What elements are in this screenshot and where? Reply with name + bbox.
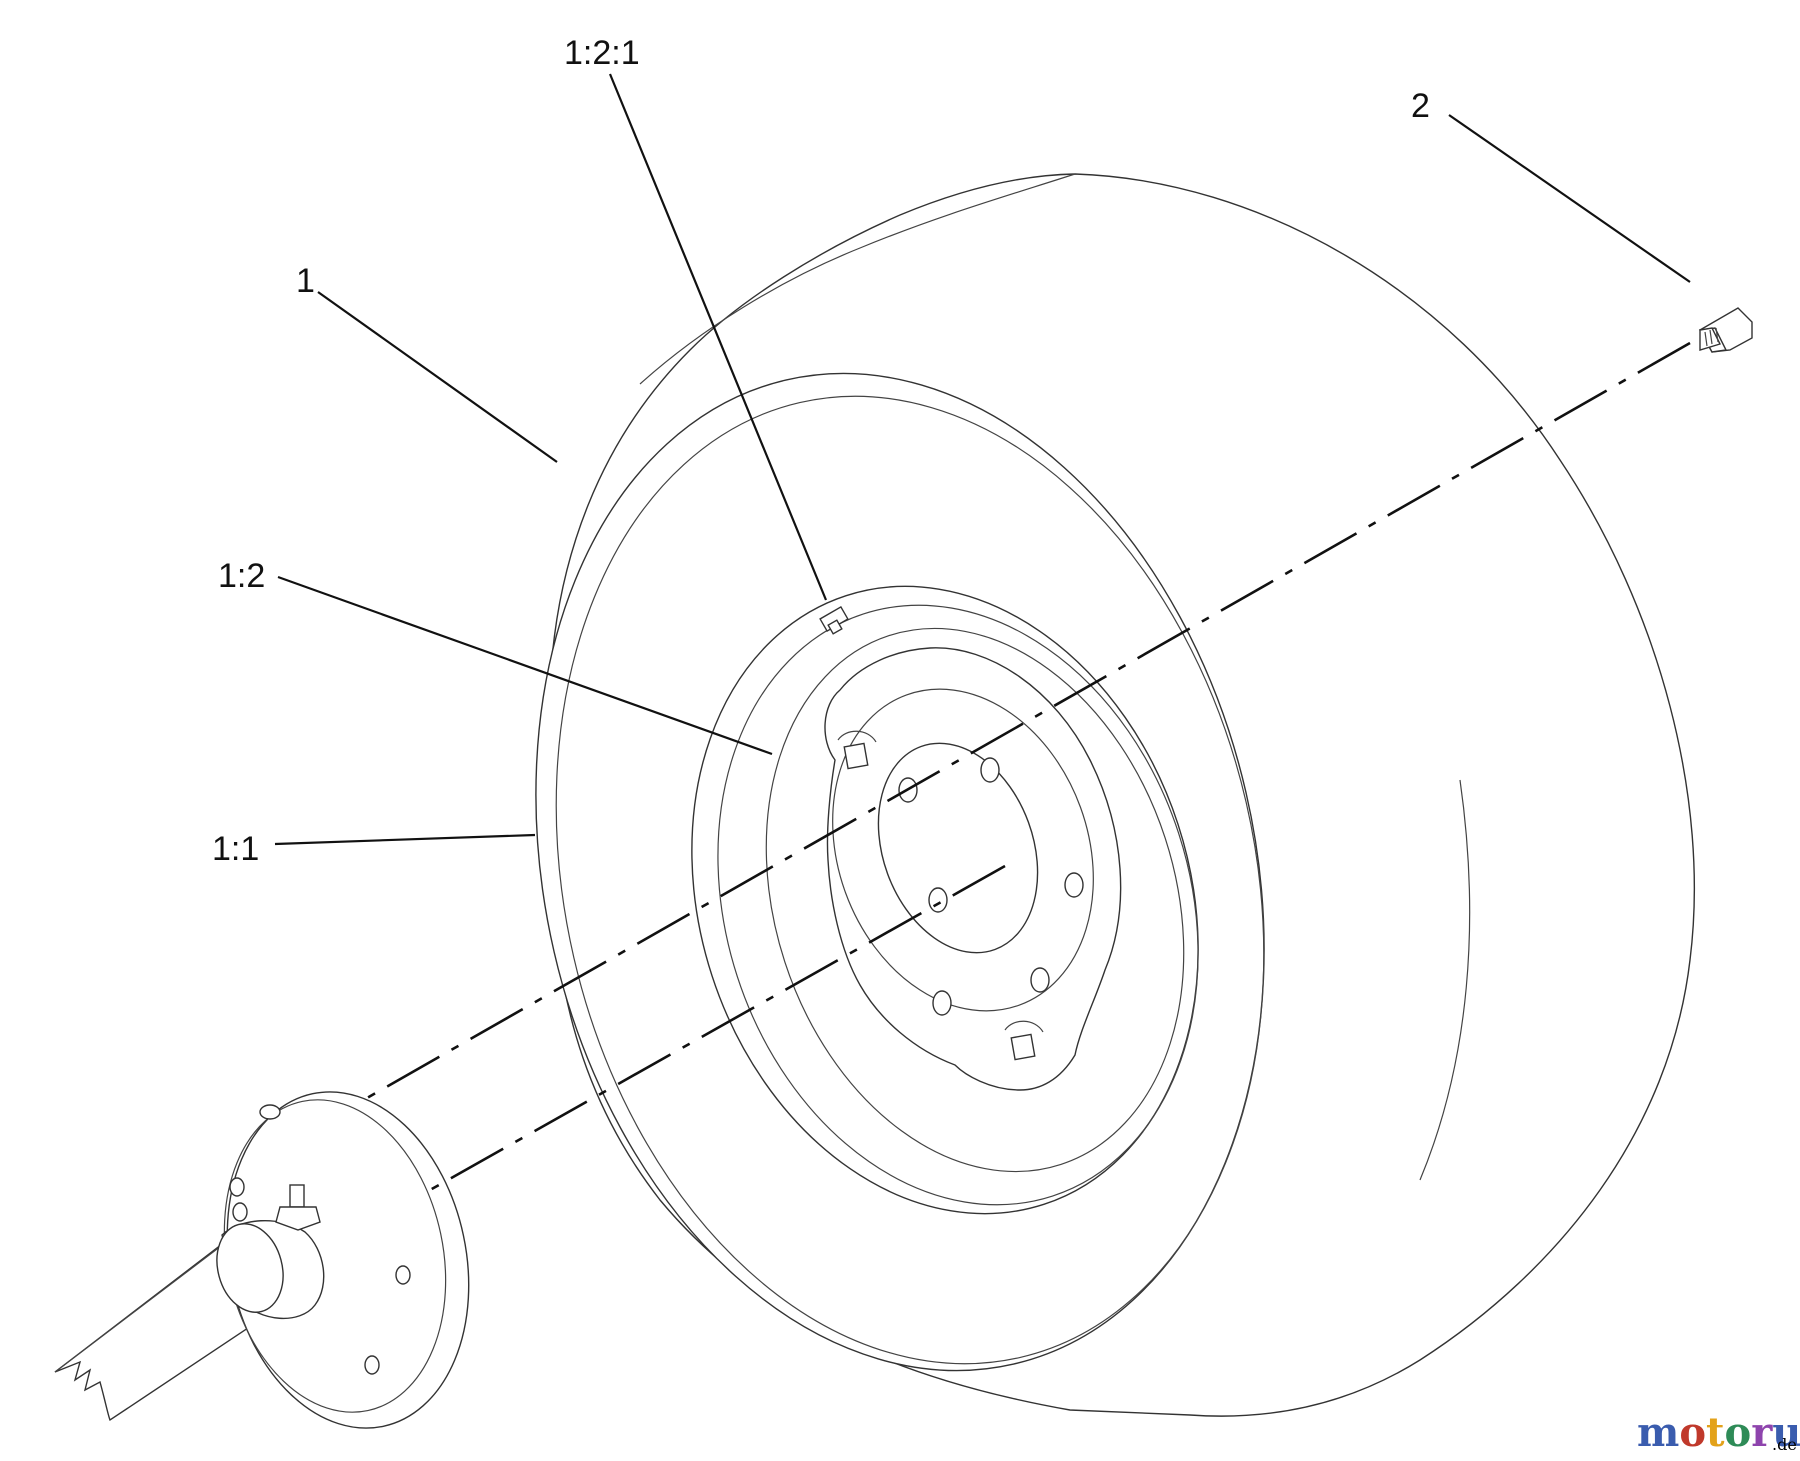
callout-1-1: 1:1 bbox=[212, 830, 259, 868]
lug-hole bbox=[980, 757, 1000, 783]
flange-hole bbox=[259, 1104, 281, 1120]
tire-inner-ring bbox=[555, 395, 1265, 1365]
bolt-centerline bbox=[359, 341, 1691, 1104]
callout-1-2: 1:2 bbox=[218, 557, 265, 595]
rim-face bbox=[765, 627, 1185, 1173]
leader-2 bbox=[1448, 114, 1691, 283]
leader-1-2-1 bbox=[608, 73, 828, 601]
rim-lip bbox=[717, 604, 1199, 1206]
flange-hole bbox=[395, 1265, 411, 1285]
tire-shoulder bbox=[639, 173, 1076, 385]
lug-hole bbox=[1030, 967, 1050, 993]
hub-centerline bbox=[429, 864, 1006, 1192]
hub-ring bbox=[832, 688, 1094, 1012]
flange-hole bbox=[229, 1177, 245, 1197]
set-screw bbox=[275, 1184, 321, 1231]
rim-slot-boss bbox=[1004, 1020, 1044, 1033]
lug-hole bbox=[928, 887, 948, 913]
rim-slot bbox=[843, 742, 869, 770]
wheel-bolt bbox=[1698, 307, 1753, 353]
rim-slot-boss bbox=[837, 730, 877, 743]
callout-1: 1 bbox=[296, 262, 315, 300]
hub-bore bbox=[877, 742, 1039, 954]
lug-hole bbox=[932, 990, 952, 1016]
axle-assembly bbox=[54, 1091, 470, 1429]
valve-stem bbox=[819, 605, 849, 635]
axle-collar-face bbox=[216, 1223, 284, 1313]
leader-1-1 bbox=[274, 833, 536, 846]
leader-1-2 bbox=[277, 575, 773, 756]
callout-2: 2 bbox=[1411, 87, 1430, 125]
callout-1-2-1: 1:2:1 bbox=[564, 34, 640, 72]
lug-hole bbox=[1064, 872, 1084, 898]
leader-1 bbox=[317, 291, 558, 463]
rim-slot bbox=[1010, 1033, 1036, 1061]
flange-hole bbox=[232, 1202, 248, 1222]
flange-hole bbox=[364, 1355, 380, 1375]
tire-rear-edge bbox=[1419, 779, 1471, 1181]
rim bbox=[691, 585, 1199, 1215]
watermark: motoruf .de bbox=[1637, 1409, 1800, 1456]
watermark-tld: .de bbox=[1772, 1435, 1797, 1454]
watermark-name: motoruf bbox=[1637, 1409, 1800, 1456]
